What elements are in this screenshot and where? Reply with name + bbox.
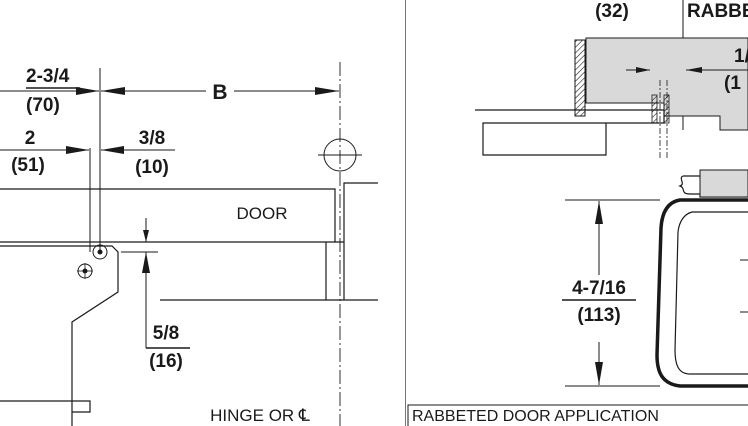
door-label: DOOR bbox=[237, 204, 288, 223]
screw-left bbox=[651, 94, 658, 124]
dim-5-8-mm: (16) bbox=[149, 351, 183, 372]
caption-label: RABBETED DOOR APPLICATION bbox=[412, 408, 659, 425]
dim-2-frac: 2 bbox=[25, 128, 36, 149]
closer-body-inner bbox=[674, 211, 748, 375]
dim-16-arrow bbox=[142, 252, 150, 273]
dim-5-8-frac: 5/8 bbox=[153, 323, 179, 344]
door-gap-arrow bbox=[143, 230, 149, 242]
dim-1-frac: 1/ bbox=[734, 46, 748, 67]
pivot-screw-center bbox=[97, 249, 103, 255]
closer-body-outer bbox=[655, 198, 748, 388]
jamb-stop-outline bbox=[335, 182, 378, 243]
pivot-screw-outer bbox=[92, 244, 108, 260]
b-arrow-right bbox=[315, 87, 339, 95]
dim-10-arrow bbox=[101, 146, 124, 154]
dim-top-frac: 2-3/4 bbox=[26, 66, 70, 87]
dim-top-mm: (70) bbox=[26, 95, 60, 116]
left-view: B 2-3/4 (70) 2 (51) 3/8 (10) DOOR 5/ bbox=[0, 62, 378, 426]
hinge-label: HINGE OR ℄ bbox=[210, 406, 310, 425]
dim-b-label: B bbox=[212, 81, 227, 104]
caption-box bbox=[407, 404, 748, 426]
closer-arm-break bbox=[678, 175, 748, 198]
dim-1-left-arrow bbox=[636, 67, 650, 73]
screw-right bbox=[663, 94, 670, 124]
dim-2-mm: (51) bbox=[11, 155, 45, 176]
dim-4716-mm: (113) bbox=[577, 305, 620, 326]
door-outline bbox=[0, 188, 336, 243]
dim-113-arrow-bottom bbox=[595, 362, 603, 385]
dim-1-right-arrow bbox=[686, 67, 702, 73]
dim-1-mm: (1 bbox=[724, 73, 741, 94]
dim-51-arrow bbox=[66, 146, 89, 154]
dim-3-8-frac: 3/8 bbox=[139, 128, 165, 149]
closer-arm-block bbox=[699, 169, 748, 198]
b-arrow-left bbox=[101, 87, 125, 95]
right-view: (32) RABBET 1/ (1 bbox=[405, 0, 748, 426]
stop-hatched bbox=[574, 39, 586, 117]
dim-3-8-mm: (10) bbox=[135, 157, 169, 178]
dim-70-arrow bbox=[76, 87, 99, 95]
rabbet-label: RABBET bbox=[687, 1, 748, 22]
closer-arm-plate bbox=[0, 245, 119, 426]
dim-4716-frac: 4-7/16 bbox=[572, 278, 626, 299]
frame-section bbox=[475, 109, 665, 156]
dim-113-arrow-top bbox=[595, 201, 603, 224]
dim-32-mm: (32) bbox=[595, 1, 629, 22]
bottom-bracket bbox=[0, 400, 91, 413]
